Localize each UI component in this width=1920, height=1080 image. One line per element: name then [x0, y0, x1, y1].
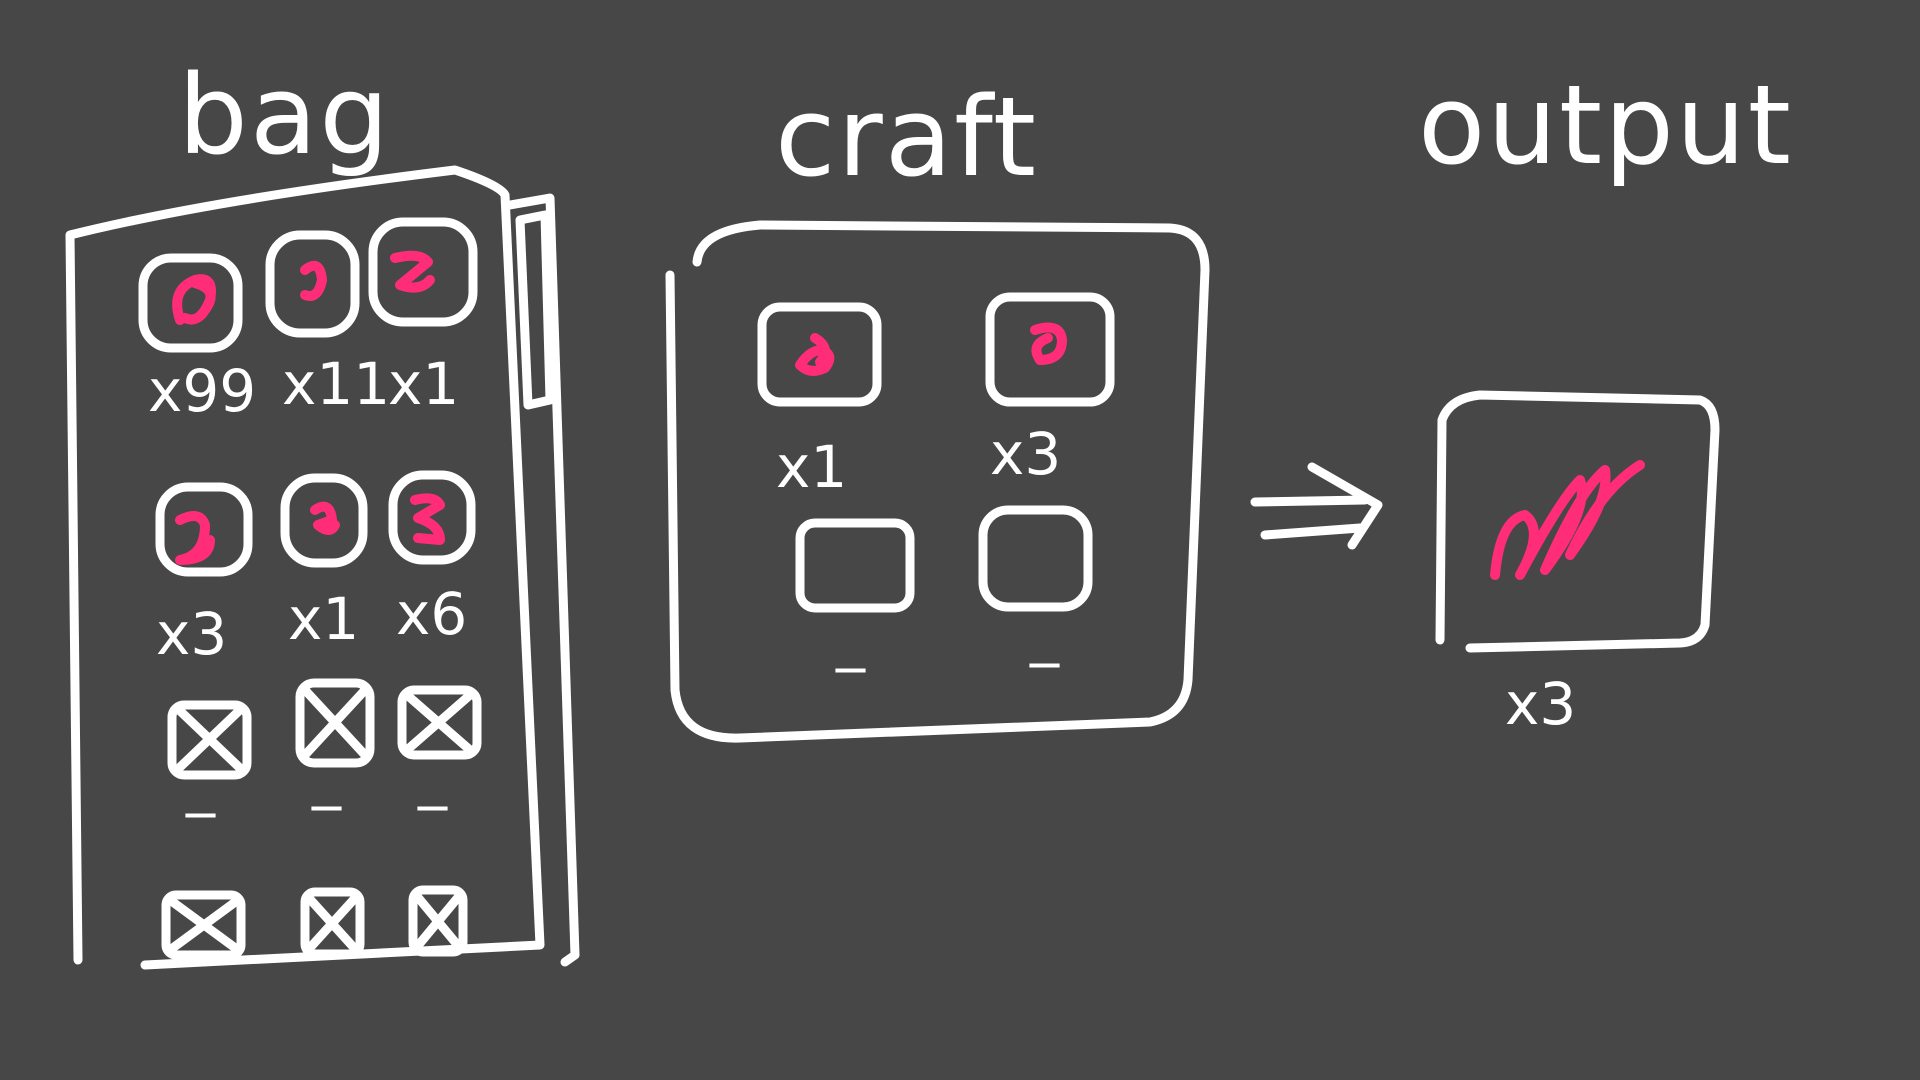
output-title: output	[1418, 61, 1793, 189]
craft-slot-4	[978, 505, 1093, 612]
bag-title: bag	[178, 51, 392, 179]
arrow-icon	[1250, 462, 1383, 550]
bag-item-2	[300, 260, 327, 301]
bag-slot-11	[300, 887, 365, 959]
craft-slot-count: _	[1030, 600, 1059, 668]
bag-slot[interactable]	[393, 475, 471, 560]
craft-item-1	[795, 333, 835, 376]
craft-slot[interactable]	[800, 523, 910, 608]
bag-slot-1	[138, 253, 243, 353]
bag-slot[interactable]	[305, 892, 360, 954]
bag-slot-count: x99	[148, 357, 257, 425]
bag-slot-count: x1	[388, 350, 460, 418]
bag-slot-count: _	[418, 743, 447, 811]
bag-slot-count: _	[186, 750, 215, 818]
bag-slot[interactable]	[166, 895, 241, 955]
bag-slot[interactable]	[143, 258, 238, 348]
craft-slot-1	[757, 302, 882, 407]
bag-slot-count: x6	[396, 580, 468, 648]
bag-slot-count: x1	[288, 585, 360, 653]
bag-slot[interactable]	[172, 705, 247, 775]
bag-slot-3	[368, 217, 478, 327]
bag-slot[interactable]	[160, 487, 248, 572]
output-slot[interactable]	[1442, 398, 1714, 646]
craft-slot-count: _	[836, 605, 865, 673]
craft-slot-count: x1	[776, 433, 848, 501]
bag-slot[interactable]	[413, 890, 463, 952]
output-panel	[1435, 390, 1720, 653]
bag-slot[interactable]	[402, 690, 477, 755]
bag-item-6	[410, 493, 445, 545]
output-count: x3	[1505, 670, 1577, 738]
bag-panel-side	[505, 193, 580, 967]
bag-slot-count: x11	[282, 350, 391, 418]
bag-slot-2	[265, 230, 360, 338]
bag-slot-12	[408, 885, 468, 957]
bag-slot-4	[155, 482, 253, 577]
bag-item-4	[175, 511, 215, 565]
craft-panel	[665, 220, 1210, 743]
craft-title: craft	[775, 73, 1039, 201]
bag-slot-6	[388, 470, 476, 565]
bag-slot-5	[280, 473, 368, 568]
bag-slot-10	[161, 890, 246, 960]
output-item	[1490, 460, 1645, 580]
bag-scrollbar	[515, 210, 555, 410]
bag-slot-8	[295, 678, 375, 768]
bag-slot[interactable]	[270, 235, 355, 333]
craft-slot-3	[795, 518, 915, 613]
bag-slot-count: _	[312, 743, 341, 811]
bag-slot-count: x3	[156, 600, 228, 668]
craft-slot-2	[985, 292, 1115, 407]
bag-slot[interactable]	[300, 683, 370, 763]
craft-slot[interactable]	[983, 510, 1088, 607]
bag-item-1	[172, 274, 216, 325]
bag-item-5	[310, 501, 340, 535]
bag-slot-7	[167, 700, 252, 780]
bag-slot[interactable]	[373, 222, 473, 322]
bag-slot[interactable]	[285, 478, 363, 563]
craft-item-2	[1030, 322, 1067, 365]
bag-panel	[65, 165, 545, 970]
craft-slot[interactable]	[990, 297, 1110, 402]
bag-slot-9	[397, 685, 482, 760]
bag-item-3	[390, 250, 435, 293]
craft-slot-count: x3	[990, 420, 1062, 488]
craft-slot[interactable]	[762, 307, 877, 402]
